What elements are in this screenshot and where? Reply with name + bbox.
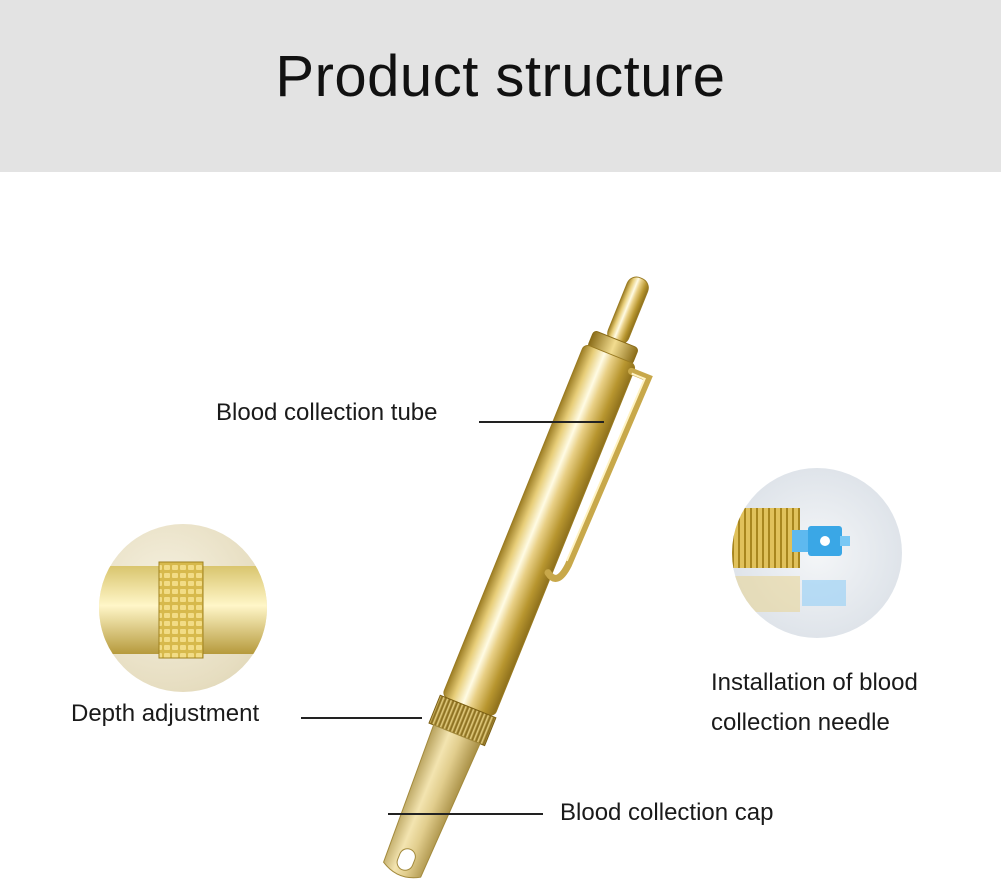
- header-banner: Product structure: [0, 0, 1001, 172]
- blood-needle-icon: [732, 468, 902, 638]
- label-needle-installation-line2: collection needle: [711, 709, 890, 736]
- label-blood-collection-tube: Blood collection tube: [216, 399, 438, 426]
- label-needle-installation-line1: Installation of blood: [711, 669, 918, 696]
- leader-line-cap: [388, 813, 543, 815]
- leader-line-depth: [301, 717, 422, 719]
- page-title: Product structure: [275, 43, 726, 109]
- depth-adjustment-ring-icon: [99, 524, 267, 692]
- leader-line-tube: [479, 421, 604, 423]
- label-blood-collection-cap: Blood collection cap: [560, 799, 774, 826]
- label-depth-adjustment: Depth adjustment: [71, 700, 260, 727]
